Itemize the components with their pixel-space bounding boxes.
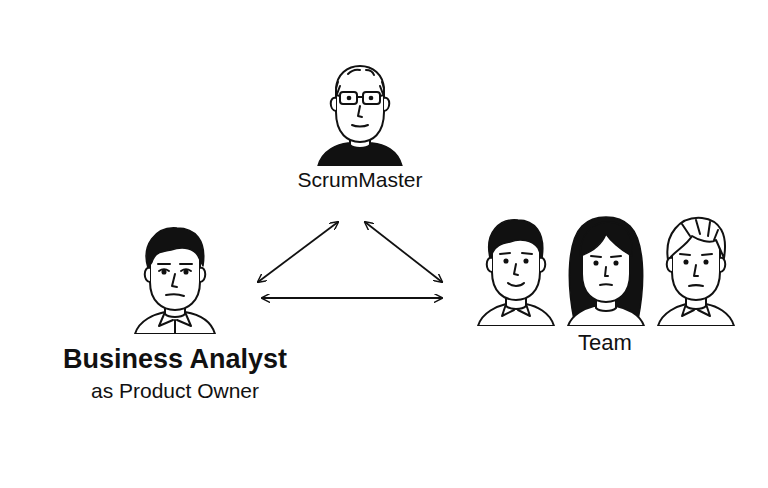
face-stroke <box>166 294 184 296</box>
face-stroke <box>504 259 508 263</box>
group-label: Team <box>462 330 748 356</box>
role-label: ScrumMaster <box>284 168 436 192</box>
double-arrow <box>262 297 442 299</box>
face-stroke <box>694 265 698 276</box>
face-stroke <box>348 70 374 75</box>
role-title: Business Analyst <box>34 344 316 375</box>
face-stroke <box>605 267 608 276</box>
face-stroke <box>184 270 188 274</box>
scrum-master-face <box>290 48 430 166</box>
face-stroke <box>162 270 166 274</box>
face-stroke <box>600 283 612 286</box>
face-stroke <box>508 283 524 286</box>
face-stroke <box>591 256 621 257</box>
face-stroke <box>384 98 389 111</box>
face-stroke <box>667 218 725 260</box>
face-stroke <box>667 258 672 272</box>
face-stroke <box>594 261 598 265</box>
face-stroke <box>524 259 528 263</box>
face-stroke <box>347 96 350 99</box>
face-stroke <box>684 260 688 264</box>
face-stroke <box>614 261 618 265</box>
face-stroke <box>720 258 725 272</box>
face-stroke <box>158 263 192 265</box>
face-stroke <box>514 264 518 275</box>
face-stroke <box>680 254 712 255</box>
business-analyst-face <box>55 222 295 334</box>
face-stroke <box>487 258 492 272</box>
face-stroke <box>340 92 357 104</box>
face-stroke <box>569 217 642 320</box>
team-figure: Team <box>462 210 748 356</box>
face-stroke <box>336 95 384 97</box>
double-arrow <box>365 222 442 282</box>
face-stroke <box>704 260 708 264</box>
role-subtitle: as Product Owner <box>34 379 316 403</box>
face-stroke <box>580 222 632 256</box>
face-stroke <box>145 268 150 282</box>
face-stroke <box>682 220 718 240</box>
face-stroke <box>540 258 545 272</box>
product-owner-figure: Business Analyst as Product Owner <box>34 222 316 403</box>
face-stroke <box>689 284 703 287</box>
face-stroke <box>369 96 372 99</box>
face-stroke <box>336 66 384 142</box>
face-stroke <box>500 253 532 254</box>
scrum-master-figure: ScrumMaster <box>284 48 436 192</box>
face-stroke <box>146 228 204 268</box>
face-stroke <box>363 92 380 104</box>
face-stroke <box>200 268 205 282</box>
face-stroke <box>358 106 362 117</box>
face-stroke <box>352 125 368 127</box>
team-faces <box>470 210 740 326</box>
face-stroke <box>331 98 336 111</box>
face-stroke <box>172 274 177 287</box>
face-stroke <box>489 220 543 258</box>
double-arrow <box>258 222 338 282</box>
